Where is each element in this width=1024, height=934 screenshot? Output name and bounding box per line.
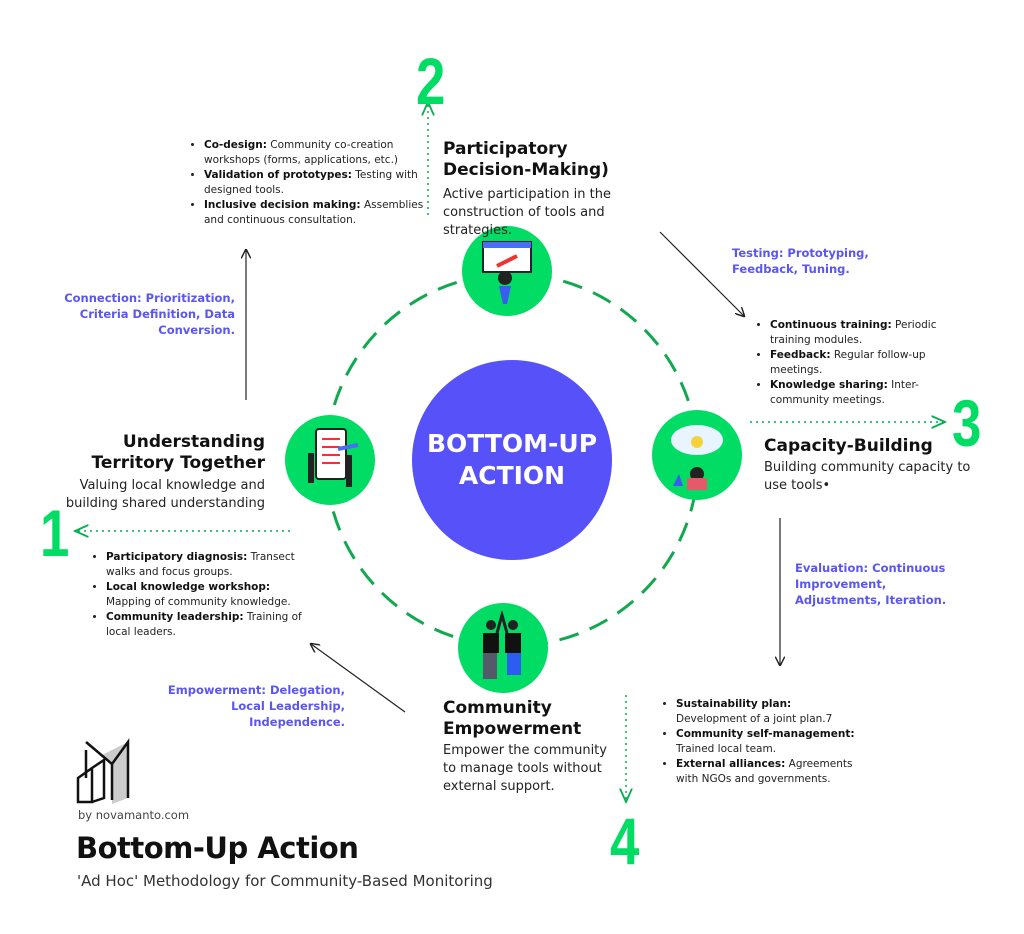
bullet-item: Participatory diagnosis: Transect walks …	[106, 550, 316, 580]
arrow-testing	[659, 231, 744, 316]
step-2-title-line2: Decision-Making)	[443, 160, 609, 180]
step-2-description: Active participation in the construction…	[443, 187, 611, 238]
bullet-item: External alliances: Agreements with NGOs…	[676, 757, 861, 787]
step-3-title: Capacity-Building	[764, 436, 933, 456]
step-1-title-line2: Territory Together	[91, 453, 265, 473]
step-4-description: Empower the community to manage tools wi…	[443, 743, 607, 794]
step-3-description: Building community capacity to use tools…	[764, 460, 971, 493]
bullet-item: Local knowledge workshop: Mapping of com…	[106, 580, 316, 610]
step-2-bullets: Co-design: Community co-creation worksho…	[190, 138, 434, 228]
step-3-block: Capacity-Building Building community cap…	[764, 436, 974, 495]
bullet-item: Feedback: Regular follow-up meetings.	[770, 348, 960, 378]
center-circle: BOTTOM-UP ACTION	[412, 360, 612, 560]
node-capacity-illustration	[652, 410, 742, 500]
transition-evaluation-label: Evaluation: Continuous Improvement, Adju…	[795, 561, 947, 607]
step-1-title-line1: Understanding	[122, 432, 265, 452]
footer-title: Bottom-Up Action	[76, 831, 359, 865]
step-1-description: Valuing local knowledge and building sha…	[65, 478, 265, 511]
checklist-illustration-icon	[308, 428, 359, 487]
novamanto-logo	[76, 738, 130, 804]
byline: by novamanto.com	[78, 808, 190, 822]
design-tool-illustration-icon	[482, 241, 532, 304]
transition-testing-label: Testing: Prototyping, Feedback, Tuning.	[732, 246, 869, 276]
bullet-item: Inclusive decision making: Assemblies an…	[204, 198, 434, 228]
node-understanding-illustration	[285, 415, 375, 505]
bullet-item: Community leadership: Training of local …	[106, 610, 316, 640]
bullet-item: Validation of prototypes: Testing with d…	[204, 168, 434, 198]
step-4-bullets: Sustainability plan: Development of a jo…	[662, 697, 861, 787]
step-4-title-line1: Community	[443, 698, 552, 718]
bullet-item: Community self-management: Trained local…	[676, 727, 861, 757]
arrow-empowerment	[311, 644, 406, 713]
step-4-title-line2: Empowerment	[443, 719, 582, 739]
footer-subtitle: 'Ad Hoc' Methodology for Community-Based…	[77, 872, 493, 890]
node-empowerment-illustration	[458, 603, 548, 693]
center-title-line1: BOTTOM-UP	[426, 429, 598, 458]
transition-connection-label: Connection: Prioritization, Criteria Def…	[64, 291, 235, 337]
bullet-item: Knowledge sharing: Inter-community meeti…	[770, 378, 960, 408]
step-number-4: 4	[610, 804, 640, 878]
transition-empowerment-label: Empowerment: Delegation, Local Leadershi…	[167, 683, 345, 729]
center-title-line2: ACTION	[458, 461, 566, 490]
node-participatory-illustration	[462, 226, 552, 316]
high-five-illustration-icon	[483, 611, 521, 679]
bullet-item: Sustainability plan: Development of a jo…	[676, 697, 861, 727]
step-number-1: 1	[40, 496, 70, 570]
step-1-bullets: Participatory diagnosis: Transect walks …	[92, 550, 316, 640]
step-number-2: 2	[416, 44, 446, 118]
step-3-bullets: Continuous training: Periodic training m…	[756, 318, 960, 408]
lightbulb-idea-illustration-icon	[671, 425, 723, 490]
bullet-item: Co-design: Community co-creation worksho…	[204, 138, 434, 168]
step-number-3: 3	[952, 386, 982, 460]
step-2-title-line1: Participatory	[443, 139, 568, 159]
bullet-item: Continuous training: Periodic training m…	[770, 318, 960, 348]
